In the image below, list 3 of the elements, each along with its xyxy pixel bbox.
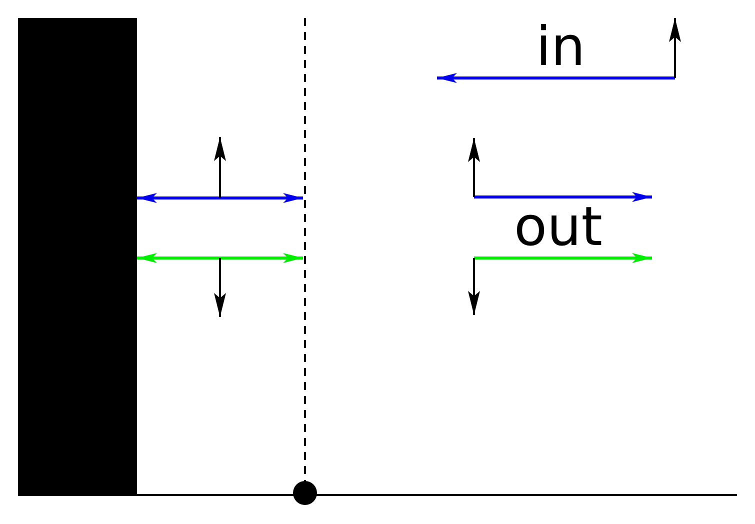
direction-label: in [536,20,586,74]
wall-block [18,18,137,496]
direction-label: out [514,200,602,254]
